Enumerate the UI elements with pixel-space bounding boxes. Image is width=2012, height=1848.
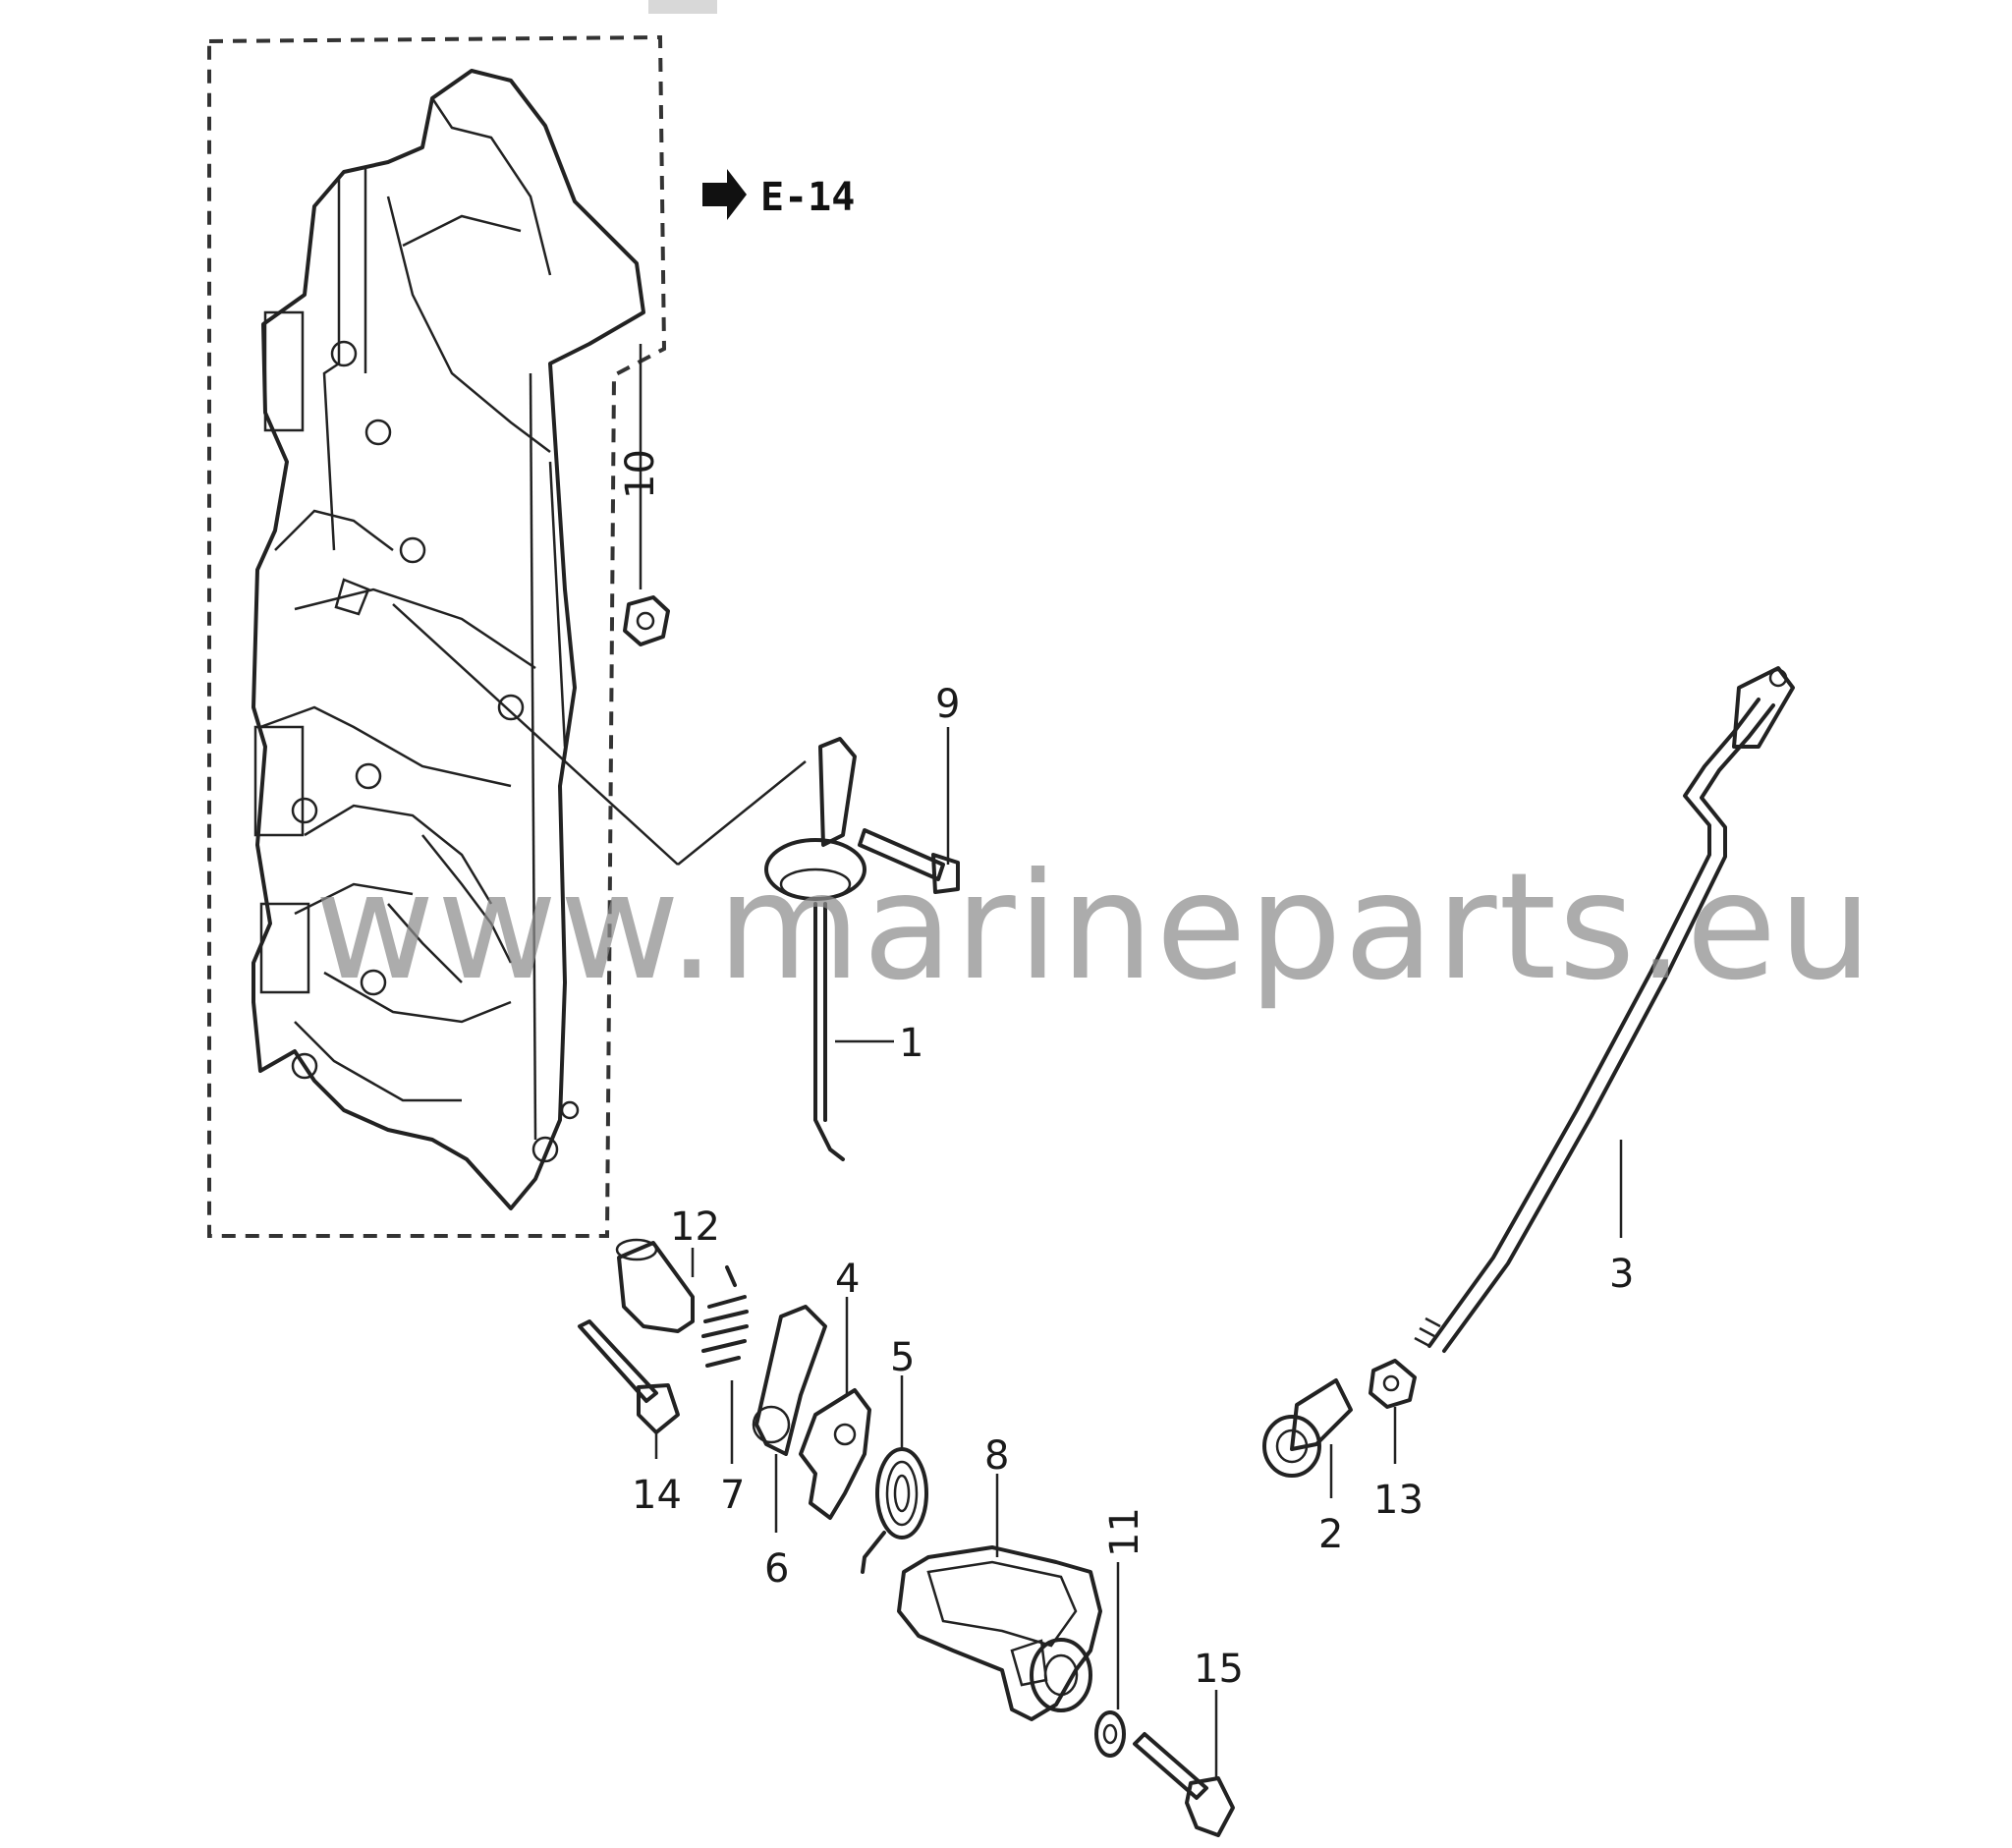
scan-artifact	[648, 0, 717, 14]
part-15-bolt	[1133, 1690, 1235, 1837]
cover-housing	[252, 69, 645, 1210]
callout-14: 14	[632, 1473, 682, 1518]
part-10-nut	[623, 344, 670, 646]
callout-4: 4	[835, 1257, 860, 1302]
part-6-lever	[752, 1305, 827, 1533]
callout-6: 6	[764, 1546, 789, 1592]
right-arrow-icon	[702, 169, 747, 220]
part-14-bolt	[578, 1319, 680, 1459]
callout-7: 7	[720, 1473, 745, 1518]
part-3-rod	[1414, 666, 1795, 1353]
callout-8: 8	[984, 1433, 1009, 1479]
part-12-sleeve	[615, 1238, 695, 1333]
reference-text: E-14	[760, 175, 855, 220]
part-13-nut	[1369, 1359, 1417, 1464]
callout-10: 10	[618, 449, 663, 499]
watermark: www.marineparts.eu	[314, 842, 1874, 1013]
callout-12: 12	[670, 1204, 720, 1250]
part-9-bolt	[858, 727, 960, 894]
callout-15: 15	[1194, 1647, 1244, 1692]
callout-3: 3	[1609, 1252, 1634, 1297]
part-8-bracket	[897, 1474, 1102, 1721]
callout-1: 1	[899, 1021, 923, 1066]
part-11-washer	[1094, 1562, 1126, 1758]
part-4-plate	[799, 1297, 871, 1520]
leader-housing-to-1	[392, 603, 679, 866]
reference-e14: E-14	[702, 169, 855, 220]
part-1-governor-arm	[764, 737, 894, 1161]
callout-2: 2	[1318, 1512, 1343, 1557]
callout-9: 9	[935, 682, 960, 727]
part-7-spring	[701, 1265, 749, 1464]
part-2-joint	[1262, 1378, 1353, 1498]
callout-13: 13	[1373, 1478, 1424, 1523]
leader-housing-to-1b	[677, 760, 807, 866]
callout-11: 11	[1102, 1507, 1147, 1557]
callout-5: 5	[890, 1335, 915, 1380]
assembly-boundary	[207, 34, 667, 1238]
part-5-coil-spring	[861, 1375, 928, 1574]
